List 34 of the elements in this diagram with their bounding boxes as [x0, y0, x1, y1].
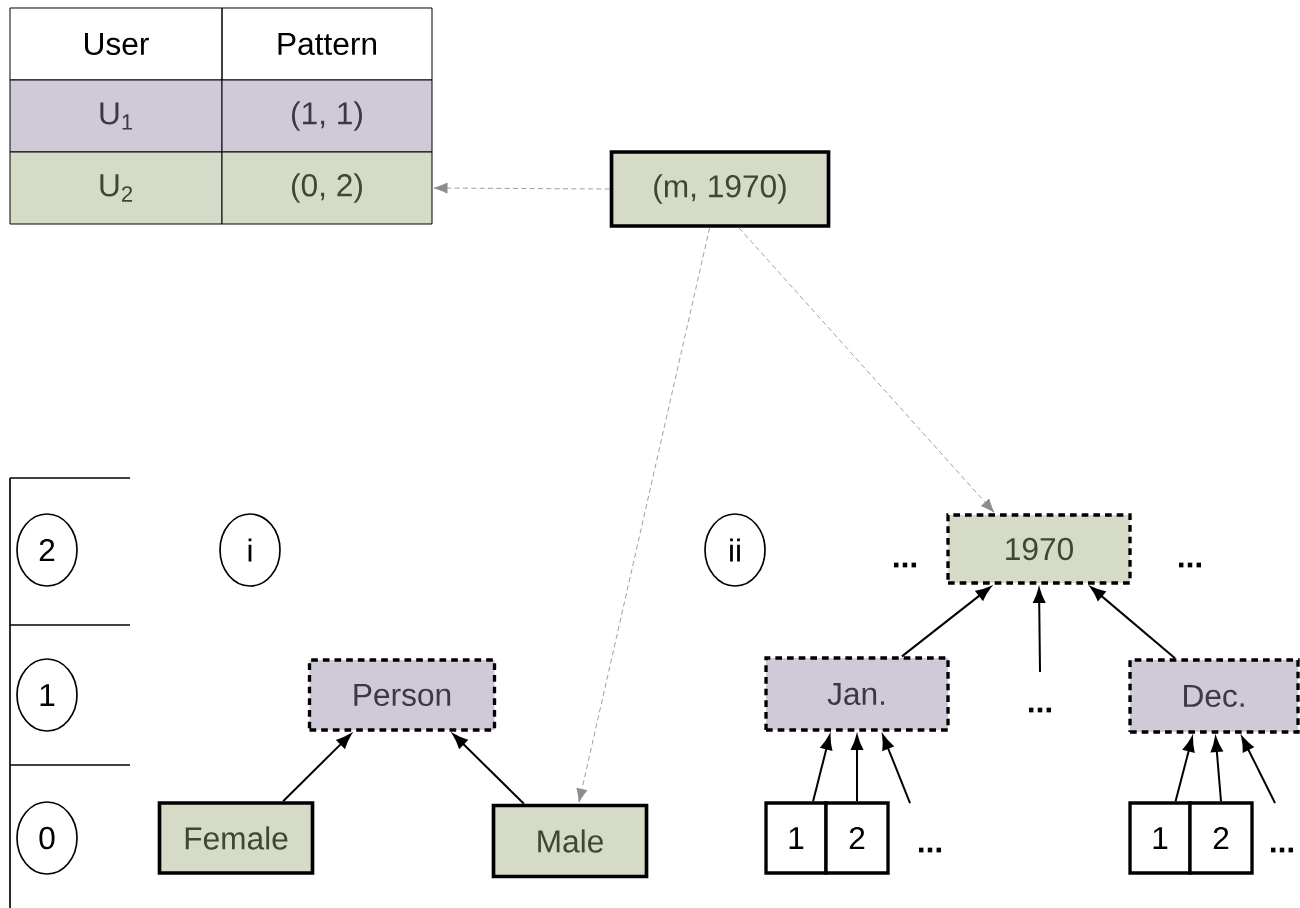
arrow	[900, 586, 991, 658]
table-cell: U$_{2}$	[9, 151, 223, 225]
day-box: 1	[764, 801, 828, 875]
arrow	[282, 733, 352, 803]
table-cell: (0, 2)	[221, 151, 433, 225]
value-box: Male	[491, 803, 649, 879]
arrow	[738, 227, 995, 513]
day-box: 2	[1188, 801, 1254, 875]
arrow	[1090, 586, 1176, 660]
category-box: Person	[307, 658, 497, 732]
value-box: (m, 1970)	[609, 150, 831, 228]
category-box: Jan.	[764, 656, 950, 732]
ellipsis: ...	[1270, 847, 1294, 853]
arrow	[812, 734, 833, 803]
arrow	[1174, 736, 1195, 803]
category-box: Dec.	[1128, 658, 1300, 734]
value-box: Female	[157, 801, 315, 875]
arrow	[1241, 736, 1276, 804]
table-cell: U$_{1}$	[9, 79, 223, 153]
arrow	[1033, 587, 1046, 673]
arrow	[576, 227, 711, 803]
arrow	[433, 182, 611, 194]
ellipsis: ...	[1178, 562, 1202, 568]
category-box: 1970	[946, 513, 1132, 585]
arrow	[882, 734, 911, 804]
ellipsis: ...	[1028, 707, 1052, 713]
ellipsis: ...	[893, 562, 917, 568]
day-box: 2	[824, 801, 890, 875]
arrow	[452, 733, 525, 805]
table-cell: (1, 1)	[221, 79, 433, 153]
arrow	[851, 734, 863, 803]
arrow	[1210, 736, 1223, 803]
ellipsis: ...	[918, 847, 942, 853]
day-box: 1	[1128, 801, 1192, 875]
